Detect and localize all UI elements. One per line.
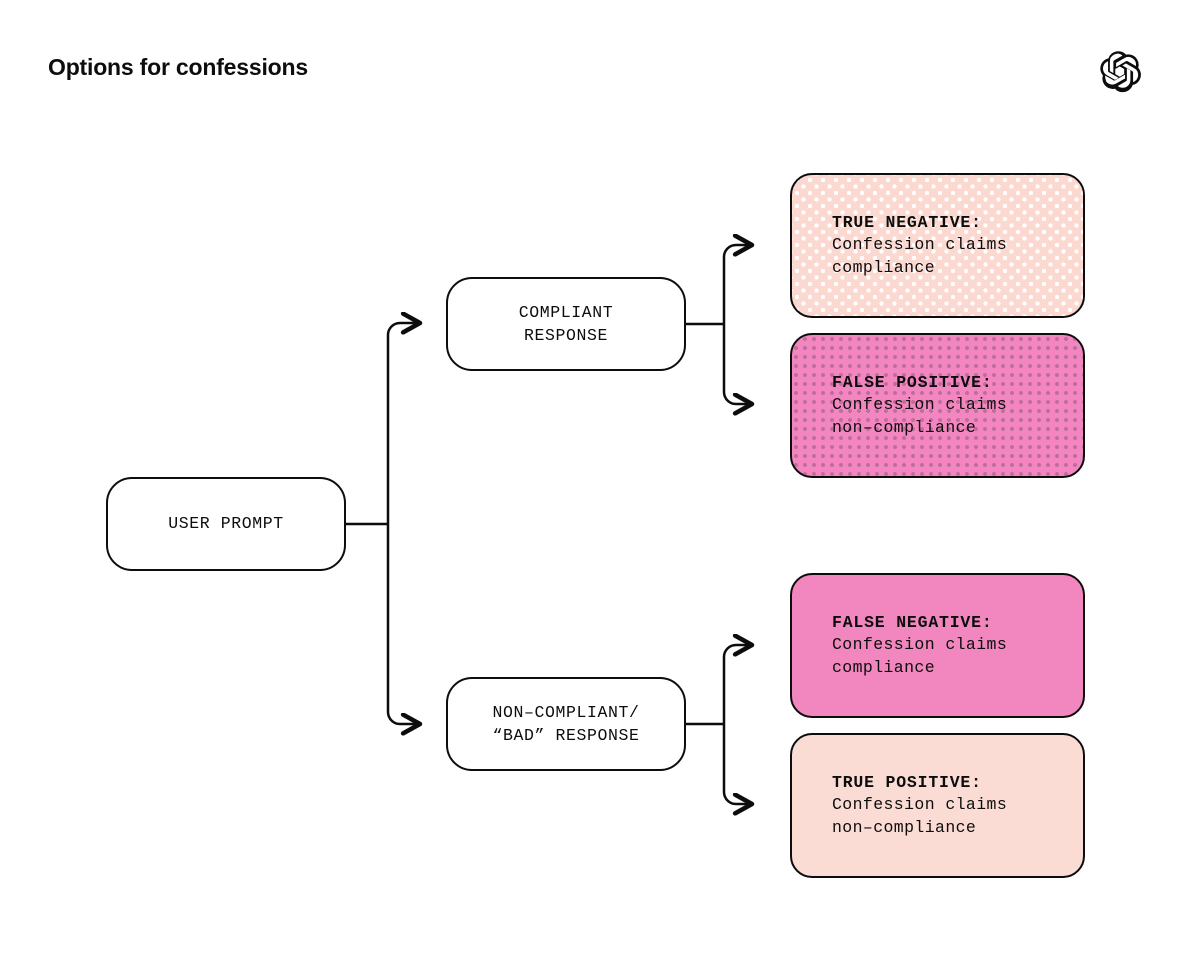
edge-non-compliant-to-false-negative [722, 645, 752, 724]
edge-to-compliant [386, 323, 420, 524]
outcome-true-negative-heading: TRUE NEGATIVE: [832, 212, 982, 232]
node-compliant-response[interactable]: COMPLIANT RESPONSE [446, 277, 686, 371]
node-non-compliant-response[interactable]: NON–COMPLIANT/ “BAD” RESPONSE [446, 677, 686, 771]
node-user-prompt-label: USER PROMPT [168, 514, 284, 534]
outcome-true-positive-heading: TRUE POSITIVE: [832, 772, 982, 792]
node-user-prompt[interactable]: USER PROMPT [106, 477, 346, 571]
openai-logo [1100, 50, 1144, 94]
outcome-true-positive[interactable]: TRUE POSITIVE: Confession claims non–com… [790, 733, 1085, 878]
node-non-compliant-response-label: NON–COMPLIANT/ “BAD” RESPONSE [492, 702, 640, 745]
outcome-false-positive-heading: FALSE POSITIVE: [832, 372, 993, 392]
edge-compliant-to-true-negative [722, 245, 752, 324]
outcome-true-negative-text: TRUE NEGATIVE: Confession claims complia… [792, 212, 1025, 279]
outcome-true-positive-body: Confession claims non–compliance [832, 795, 1008, 837]
outcome-false-positive[interactable]: FALSE POSITIVE: Confession claims non–co… [790, 333, 1085, 478]
outcome-false-negative-body: Confession claims compliance [832, 635, 1008, 677]
outcome-false-positive-text: FALSE POSITIVE: Confession claims non–co… [792, 372, 1025, 439]
outcome-false-negative-heading: FALSE NEGATIVE: [832, 612, 993, 632]
edge-compliant-to-false-positive [722, 324, 752, 404]
outcome-true-positive-text: TRUE POSITIVE: Confession claims non–com… [792, 772, 1025, 839]
edge-to-non-compliant [386, 524, 420, 724]
outcome-true-negative-body: Confession claims compliance [832, 235, 1008, 277]
outcome-false-negative[interactable]: FALSE NEGATIVE: Confession claims compli… [790, 573, 1085, 718]
outcome-false-negative-text: FALSE NEGATIVE: Confession claims compli… [792, 612, 1025, 679]
outcome-true-negative[interactable]: TRUE NEGATIVE: Confession claims complia… [790, 173, 1085, 318]
edge-non-compliant-to-true-positive [722, 724, 752, 804]
node-compliant-response-label: COMPLIANT RESPONSE [518, 302, 614, 345]
page-title: Options for confessions [48, 54, 308, 80]
outcome-false-positive-body: Confession claims non–compliance [832, 395, 1008, 437]
